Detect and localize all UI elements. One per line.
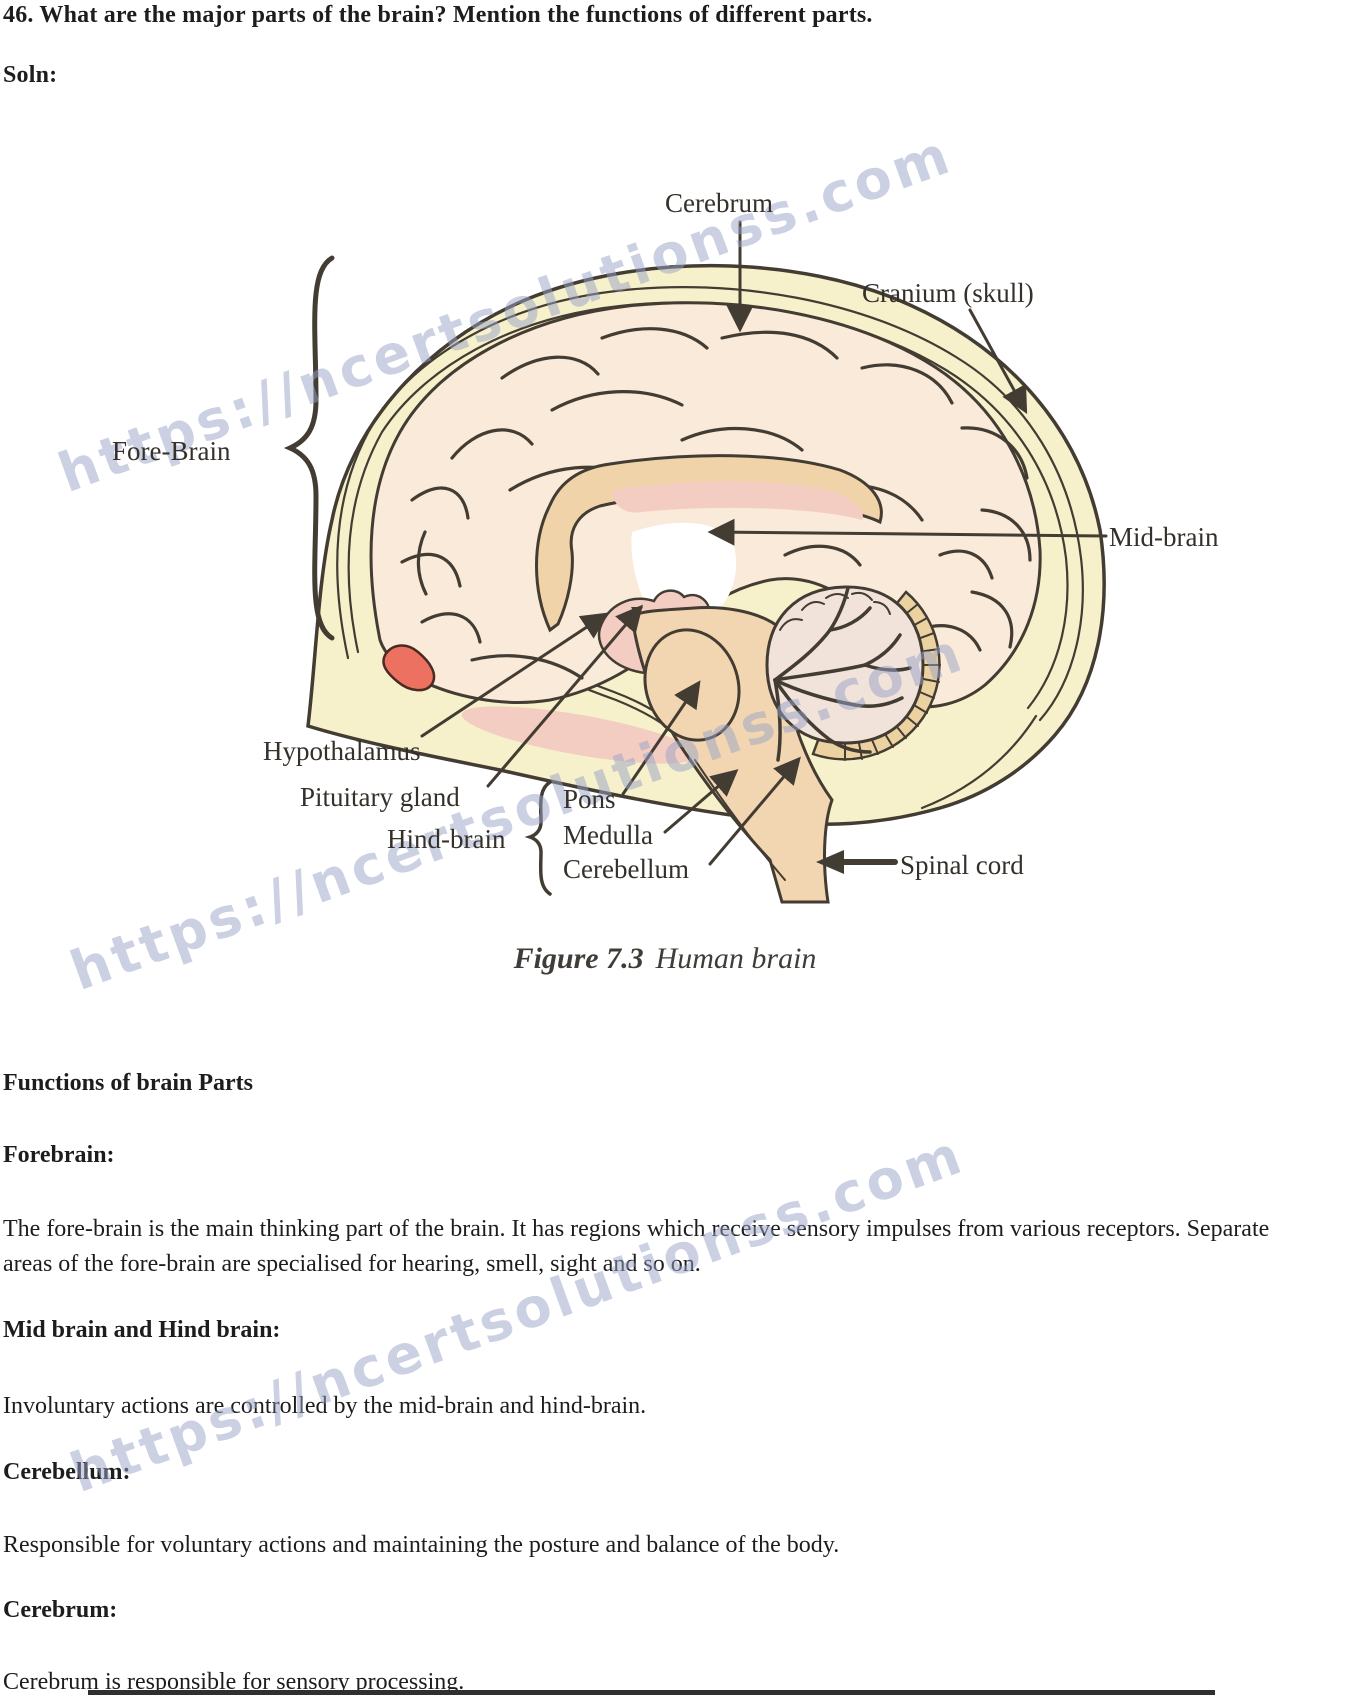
figure-label-cranium: Cranium (skull)	[862, 278, 1034, 308]
section-heading-cerebrum: Cerebrum:	[3, 1597, 118, 1623]
figure-label-spinal-cord: Spinal cord	[900, 850, 1024, 880]
figure-label-cerebrum: Cerebrum	[665, 188, 773, 218]
figure-caption-title: Human brain	[655, 942, 817, 975]
hypothalamus-arrow	[420, 612, 609, 738]
section-body-mid-hind: Involuntary actions are controlled by th…	[3, 1393, 647, 1419]
spinal-cord-arrowhead	[816, 850, 844, 874]
question-text: 46. What are the major parts of the brai…	[3, 2, 873, 28]
figure-caption: Figure 7.3 Human brain	[80, 942, 1250, 976]
pointer-lines	[420, 220, 1108, 866]
brain-diagram	[283, 220, 1108, 904]
skull-inner-line	[920, 714, 1038, 810]
gyri-lines	[400, 327, 1032, 680]
base-pink-region	[461, 706, 699, 764]
figure-label-mid-brain: Mid-brain	[1109, 522, 1219, 552]
figure-caption-number: Figure 7.3	[513, 942, 644, 975]
figure-label-fore-brain: Fore-Brain	[112, 436, 231, 466]
brain-figure: https://ncertsolutionss.com https://ncer…	[50, 122, 1250, 1020]
skull-inner-line	[336, 286, 1084, 722]
corpus-callosum-pink	[612, 481, 863, 520]
section-heading-mid-hind: Mid brain and Hind brain:	[3, 1317, 281, 1343]
figure-label-cerebellum: Cerebellum	[563, 854, 689, 884]
figure-label-hind-brain: Hind-brain	[387, 824, 506, 854]
cord-inner-line	[694, 759, 786, 881]
bottom-divider-bar	[88, 1690, 1215, 1695]
figure-label-pons: Pons	[563, 784, 616, 814]
pituitary-arrow	[486, 604, 643, 788]
cerebellum-shape	[765, 585, 925, 745]
pons-arrow	[621, 680, 701, 796]
midbrain-arrow	[707, 518, 1108, 546]
section-body-cerebellum: Responsible for voluntary actions and ma…	[3, 1532, 840, 1558]
cerebellum-scallops	[779, 591, 891, 631]
section-body-forebrain: The fore-brain is the main thinking part…	[3, 1216, 1270, 1277]
solution-label: Soln:	[3, 62, 58, 88]
figure-label-hypothalamus: Hypothalamus	[263, 736, 421, 766]
figure-label-medulla: Medulla	[563, 820, 653, 850]
fore-brain-brace	[283, 255, 335, 641]
figure-label-pituitary-gland: Pituitary gland	[300, 782, 460, 812]
salmon-blob	[382, 644, 436, 692]
medulla-arrow	[663, 769, 739, 834]
hind-brain-brace	[524, 780, 552, 896]
cerebellum-arrow	[708, 756, 801, 866]
section-heading-forebrain: Forebrain:	[3, 1142, 115, 1168]
arbor-vitae-branches	[773, 586, 912, 762]
cranium-arrow	[968, 308, 1028, 414]
section-heading-cerebellum: Cerebellum:	[3, 1459, 131, 1485]
section-heading-functions: Functions of brain Parts	[3, 1070, 254, 1096]
brain-art	[283, 220, 1108, 904]
